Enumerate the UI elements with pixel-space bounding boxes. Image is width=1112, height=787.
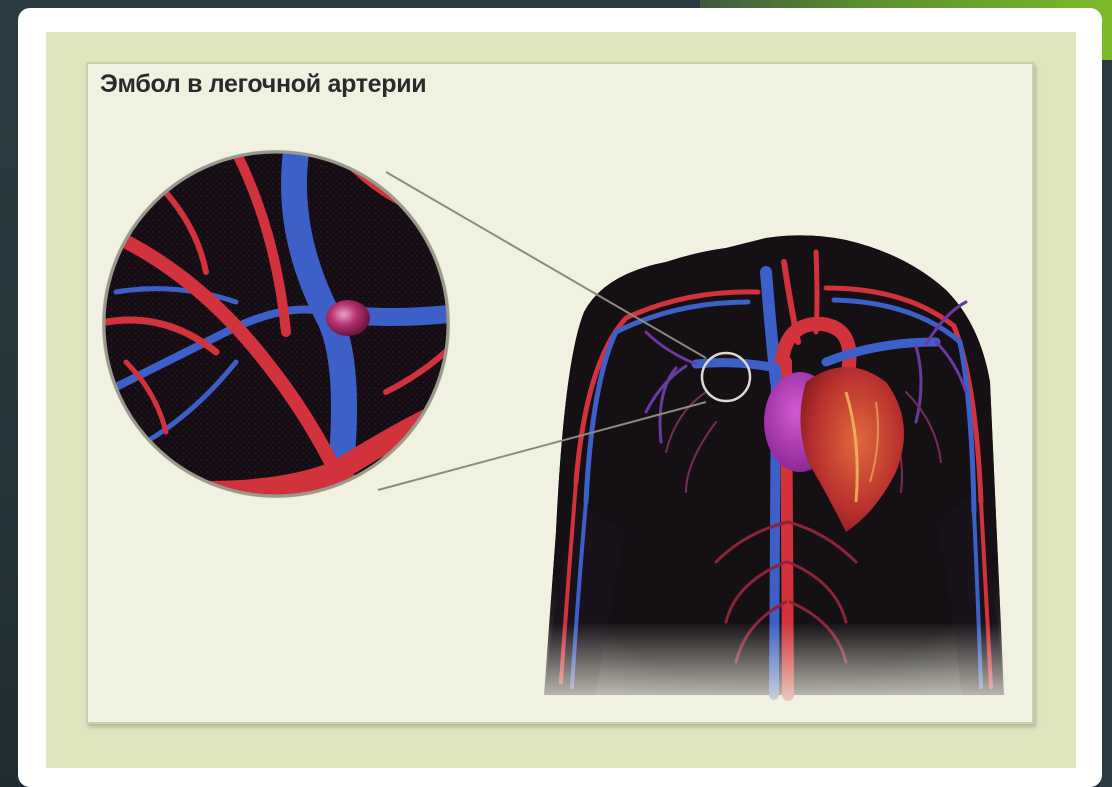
figure-title: Эмбол в легочной артерии (100, 70, 426, 99)
figure-panel: Эмбол в легочной артерии (86, 62, 1034, 724)
embolism-illustration (86, 62, 1034, 724)
slide-card: Эмбол в легочной артерии (18, 8, 1102, 787)
magnified-view (96, 142, 466, 512)
figure-frame: Эмбол в легочной артерии (46, 32, 1076, 768)
embolus-icon (326, 300, 370, 336)
